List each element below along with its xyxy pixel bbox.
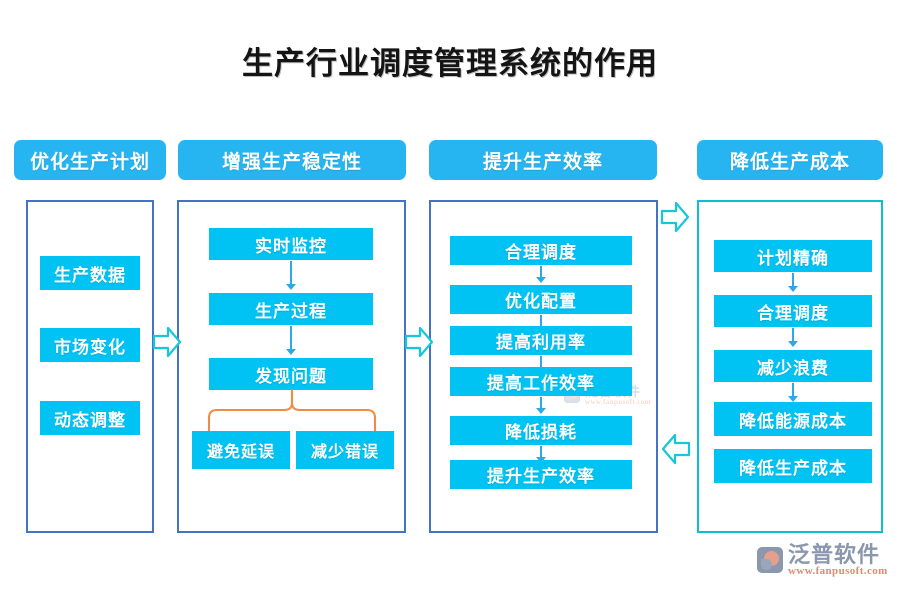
down-arrow-c3-1 [534, 266, 548, 284]
column-header-optimize-production-plan[interactable]: 优化生产计划 [14, 140, 166, 180]
item-box-c3-3[interactable]: 提高利用率 [450, 326, 632, 355]
down-arrow-c4-1 [786, 273, 800, 293]
brand-name-main: 泛普软件 [788, 542, 881, 567]
item-box-c4-4[interactable]: 降低能源成本 [714, 402, 872, 436]
item-box-c4-2[interactable]: 合理调度 [714, 295, 872, 327]
item-box-c2-branch-2[interactable]: 减少错误 [296, 431, 394, 469]
item-box-c1-3[interactable]: 动态调整 [40, 401, 140, 435]
item-box-c1-1[interactable]: 生产数据 [40, 256, 140, 290]
item-box-c3-6[interactable]: 提升生产效率 [450, 460, 632, 489]
item-box-c2-branch-1[interactable]: 避免延误 [192, 431, 290, 469]
brand-url-main: www.fanpusoft.com [788, 565, 888, 578]
item-box-c3-1[interactable]: 合理调度 [450, 236, 632, 265]
item-box-c4-1[interactable]: 计划精确 [714, 240, 872, 272]
item-box-c3-5[interactable]: 降低损耗 [450, 416, 632, 445]
down-arrow-c3-4 [534, 397, 548, 415]
column-header-reduce-production-cost[interactable]: 降低生产成本 [697, 140, 883, 180]
item-box-c4-5[interactable]: 降低生产成本 [714, 449, 872, 483]
down-arrow-c4-3 [786, 383, 800, 403]
down-arrow-c2-2 [284, 326, 298, 356]
item-box-c3-2[interactable]: 优化配置 [450, 285, 632, 314]
connector-arrow-right-col1-col2 [152, 325, 182, 359]
column-header-improve-production-efficiency[interactable]: 提升生产效率 [429, 140, 657, 180]
item-box-c3-4[interactable]: 提高工作效率 [450, 367, 632, 396]
item-box-c1-2[interactable]: 市场变化 [40, 328, 140, 362]
connector-arrow-right-col3-col4 [660, 200, 690, 234]
connector-arrow-left-col4-col3 [661, 432, 691, 466]
item-box-c2-2[interactable]: 生产过程 [209, 293, 373, 325]
item-box-c2-1[interactable]: 实时监控 [209, 228, 373, 260]
item-box-c2-3[interactable]: 发现问题 [209, 358, 373, 390]
down-arrow-c2-1 [284, 261, 298, 291]
connector-arrow-right-col2-col3 [404, 325, 434, 359]
down-arrow-c4-2 [786, 328, 800, 348]
brand-logo: 泛普软件 www.fanpusoft.com [757, 543, 888, 578]
column-header-enhance-production-stability[interactable]: 增强生产稳定性 [178, 140, 406, 180]
brand-logo-mark-main [757, 547, 783, 574]
branch-bracket [204, 389, 380, 431]
item-box-c4-3[interactable]: 减少浪费 [714, 350, 872, 382]
column-panel-1 [26, 200, 154, 533]
page-title: 生产行业调度管理系统的作用 [242, 46, 658, 81]
